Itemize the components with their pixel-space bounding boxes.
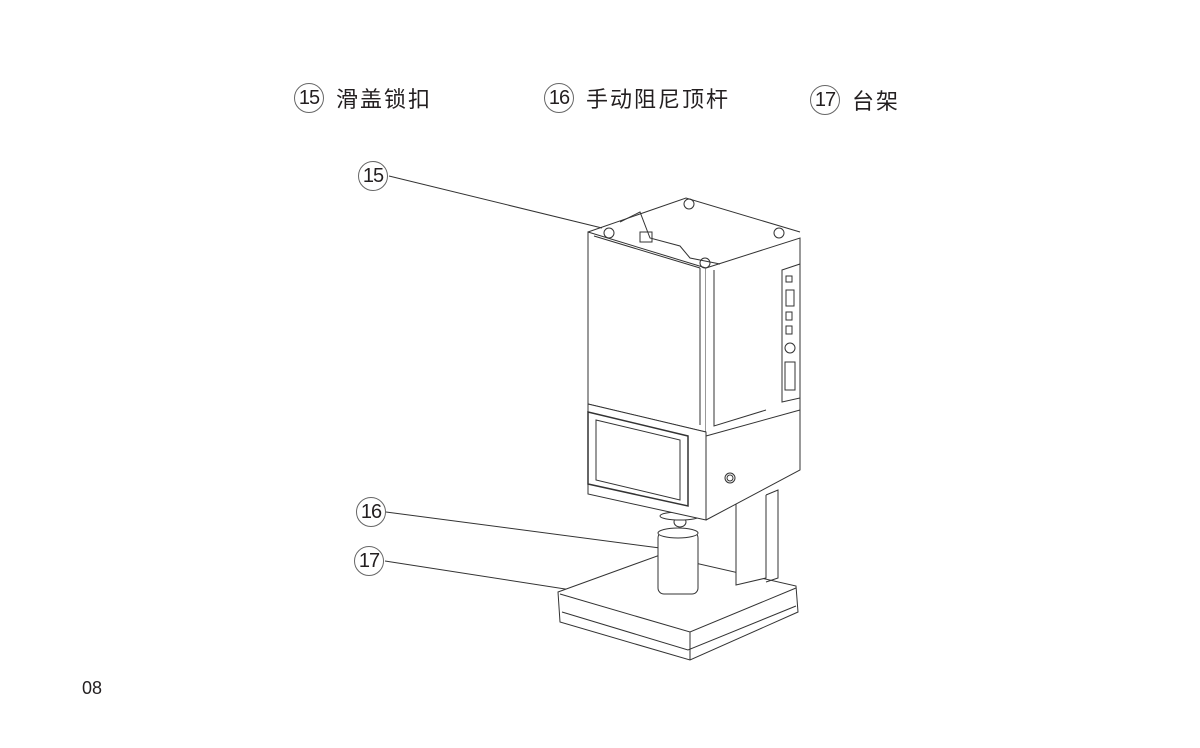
legend-number: 15: [294, 83, 324, 113]
callout-16: 16: [356, 497, 386, 527]
main-body: [587, 197, 801, 521]
legend-number: 17: [810, 85, 840, 115]
legend-number: 16: [544, 83, 574, 113]
damping-rod: [657, 511, 701, 595]
callout-15: 15: [358, 161, 388, 191]
stand-column: [735, 489, 779, 586]
page-number: 08: [82, 678, 103, 698]
legend-item-slide-lock: 15 滑盖锁扣: [294, 82, 432, 114]
leader-line-16: [385, 511, 661, 549]
legend-label: 手动阻尼顶杆: [586, 88, 731, 113]
legend-label: 滑盖锁扣: [336, 88, 433, 113]
callout-17: 17: [354, 546, 384, 576]
legend-item-stand: 17 台架: [810, 84, 900, 116]
legend-label: 台架: [852, 90, 901, 115]
legend-item-damping-rod: 16 手动阻尼顶杆: [544, 82, 730, 114]
leader-line-15: [388, 175, 603, 229]
